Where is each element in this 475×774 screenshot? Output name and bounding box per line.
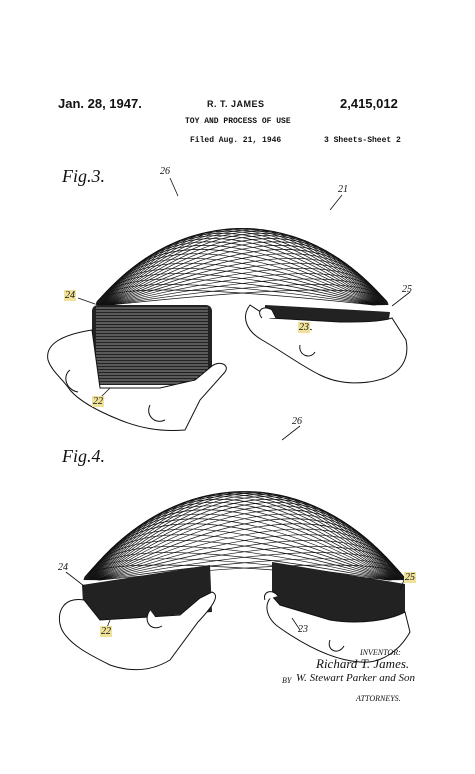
- fig4-ref-23: 23: [298, 624, 308, 635]
- fig4-ref-26: 26: [292, 416, 302, 427]
- spring-coil: [100, 235, 379, 306]
- patent-number: 2,415,012: [340, 96, 398, 111]
- spring-coil: [109, 273, 388, 306]
- fig3-ref-23: 23: [298, 322, 310, 333]
- fig4-left-coil-stack: [82, 565, 212, 622]
- fig3-label: Fig.3.: [62, 166, 105, 186]
- spring-coil: [110, 284, 388, 306]
- fig4-left-hand: [58, 591, 216, 671]
- spring-coil: [88, 505, 394, 581]
- sheet-count: 3 Sheets-Sheet 2: [324, 136, 401, 145]
- fig3-ref-22: 22: [92, 396, 104, 407]
- spring-coil: [109, 278, 388, 306]
- fig3-ref-24: 24: [64, 290, 76, 301]
- spring-coil: [99, 552, 405, 581]
- spring-coil: [99, 558, 405, 581]
- attorneys-label: ATTORNEYS.: [356, 694, 401, 703]
- spring-coil: [110, 289, 389, 306]
- fig4-label: Fig.4.: [62, 446, 105, 466]
- by-label: BY: [282, 676, 292, 685]
- patent-title: TOY AND PROCESS OF USE: [185, 117, 291, 126]
- spring-coil: [92, 492, 399, 581]
- fig4-ref-22: 22: [100, 626, 112, 637]
- attorney-signature: W. Stewart Parker and Son: [296, 672, 416, 684]
- fig3-spring-coils: [95, 227, 389, 306]
- fig3-left-coil-stack: [92, 305, 212, 385]
- spring-coil: [104, 229, 383, 306]
- fig3-ref-25: 25: [402, 284, 412, 295]
- inventor-label: INVENTOR:: [360, 648, 401, 657]
- spring-coil: [93, 496, 400, 581]
- filed-date: Filed Aug. 21, 1946: [190, 136, 282, 145]
- fig3-ref-21: 21: [338, 184, 348, 195]
- spring-coil: [90, 494, 396, 581]
- inventor-signature: Richard T. James.: [316, 656, 410, 671]
- spring-coil: [91, 491, 397, 581]
- spring-coil: [88, 501, 395, 581]
- fig4-ref-24: 24: [58, 562, 68, 573]
- spring-coil: [93, 494, 399, 581]
- fig3-ref-26: 26: [160, 166, 170, 177]
- fig3-right-hand: [245, 304, 408, 384]
- spring-coil: [103, 228, 382, 306]
- spring-coil: [98, 546, 405, 581]
- spring-coil: [98, 540, 404, 581]
- fig4-ref-25: 25: [404, 572, 416, 583]
- fig4-spring-coils: [83, 491, 406, 581]
- spring-coil: [104, 230, 383, 306]
- patent-date: Jan. 28, 1947.: [58, 96, 142, 111]
- fig4-right-hand: [263, 591, 411, 663]
- inventor-name: R. T. JAMES: [207, 99, 265, 109]
- spring-coil: [95, 289, 374, 306]
- spring-coil: [91, 491, 398, 581]
